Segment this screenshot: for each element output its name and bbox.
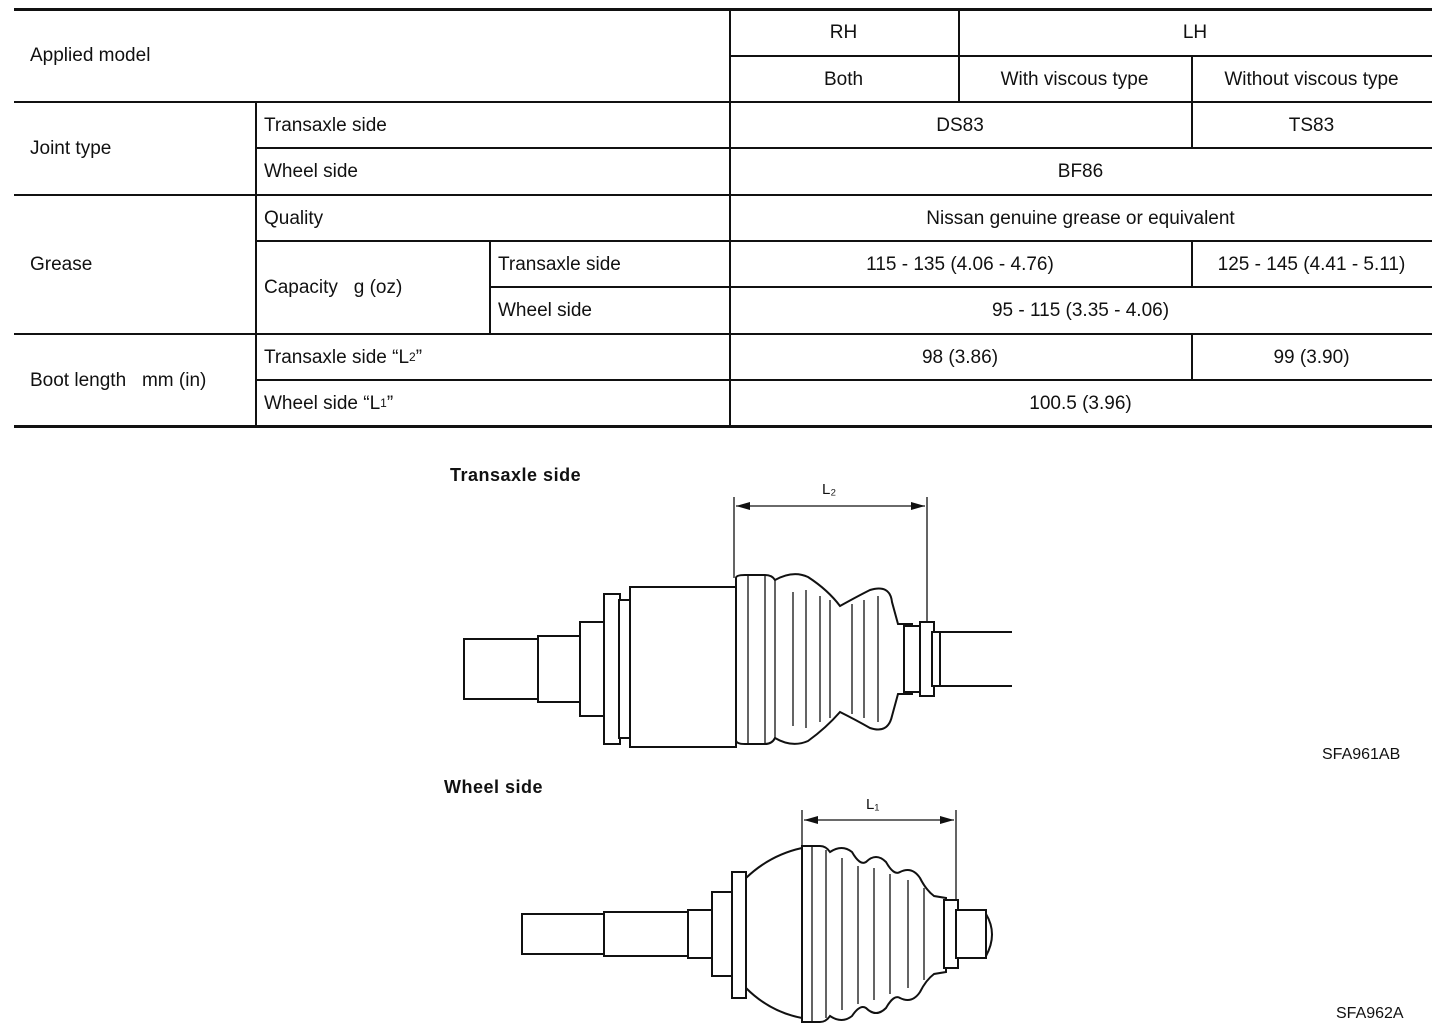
joint-transaxle-label: Transaxle side <box>264 114 387 136</box>
l2-label: L₂ <box>822 481 836 498</box>
dimension-l2: L₂ <box>733 481 928 630</box>
joint-wheel-value: BF86 <box>1057 161 1104 182</box>
rule <box>958 10 960 101</box>
transaxle-figure-caption: Transaxle side <box>450 465 582 485</box>
boot-wheel-label-close: ” <box>386 392 394 414</box>
header-without-viscous: Without viscous type <box>1224 68 1399 90</box>
rule <box>1191 240 1193 286</box>
grease-capacity-label: Capacity g (oz) <box>264 277 403 298</box>
transaxle-figure-code: SFA961AB <box>1322 746 1401 763</box>
rule <box>14 333 1432 335</box>
boot-transaxle-label-text: Transaxle side “L <box>264 346 410 368</box>
boot-transaxle-without-viscous: 99 (3.90) <box>1273 346 1350 368</box>
rule <box>255 379 1432 381</box>
joint-type-label: Joint type <box>30 138 112 159</box>
joint-transaxle-without-viscous: TS83 <box>1288 114 1335 136</box>
rule <box>255 147 1432 149</box>
dimension-l1: L₁ <box>801 796 957 910</box>
boot-wheel-label-text: Wheel side “L <box>264 392 381 414</box>
rule <box>729 55 1432 57</box>
header-rh: RH <box>829 22 858 43</box>
grease-label: Grease <box>30 254 93 275</box>
rule <box>14 101 1432 103</box>
wheel-figure-code: SFA962A <box>1336 1005 1404 1022</box>
spec-table: Applied model RH LH Both With viscous ty… <box>14 8 1432 428</box>
l1-label: L₁ <box>866 796 879 813</box>
boot-length-label: Boot length mm (in) <box>30 369 207 391</box>
grease-quality-value: Nissan genuine grease or equivalent <box>926 207 1235 229</box>
header-both: Both <box>823 68 864 90</box>
rule <box>489 286 1432 288</box>
boot-wheel-label-sub: 1 <box>380 396 387 410</box>
header-with-viscous: With viscous type <box>1000 68 1149 90</box>
rule <box>489 240 491 333</box>
capacity-transaxle-rh-with-viscous: 115 - 135 (4.06 - 4.76) <box>866 253 1054 275</box>
joint-wheel-label: Wheel side <box>264 161 358 182</box>
rule <box>1191 333 1193 379</box>
boot-transaxle-label-close: ” <box>415 346 423 368</box>
rule <box>14 194 1432 196</box>
applied-model-label: Applied model <box>30 45 151 66</box>
capacity-wheel-label: Wheel side <box>498 300 592 321</box>
grease-quality-label: Quality <box>264 207 324 229</box>
capacity-wheel-value: 95 - 115 (3.35 - 4.06) <box>991 300 1170 321</box>
rule <box>255 240 1432 242</box>
rule <box>255 101 257 427</box>
table-top-border <box>14 8 1432 11</box>
rule <box>729 10 731 427</box>
boot-transaxle-label-sub: 2 <box>409 350 416 364</box>
rule <box>1191 55 1193 147</box>
table-bottom-border <box>14 425 1432 428</box>
boot-wheel-value: 100.5 (3.96) <box>1029 392 1132 414</box>
capacity-transaxle-label: Transaxle side <box>498 253 621 275</box>
joint-transaxle-rh-with-viscous: DS83 <box>936 114 984 136</box>
capacity-transaxle-without-viscous: 125 - 145 (4.41 - 5.11) <box>1217 253 1406 275</box>
header-lh: LH <box>1182 22 1208 43</box>
boot-transaxle-rh-with-viscous: 98 (3.86) <box>921 346 999 368</box>
wheel-figure-caption: Wheel side <box>444 777 544 797</box>
